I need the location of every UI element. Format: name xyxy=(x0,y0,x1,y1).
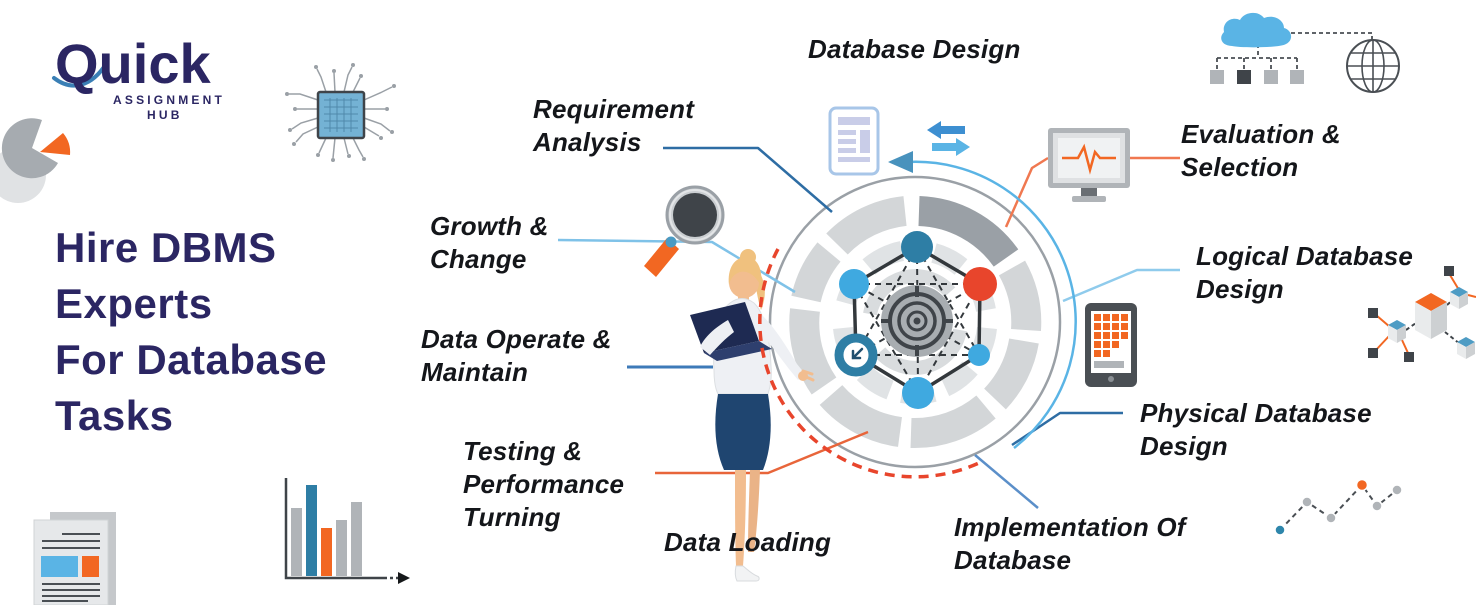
brand-logo: Quick ASSIGNMENT HUB xyxy=(55,32,226,123)
connector-implementation xyxy=(974,454,1039,509)
label-growth-change: Growth & Change xyxy=(430,211,549,274)
dotted-line-chart-icon xyxy=(1274,478,1403,536)
connector-physical-design xyxy=(1011,411,1123,447)
hexagon-network-icon xyxy=(834,231,997,409)
processor-chip-icon xyxy=(285,63,396,162)
connector-growth-change xyxy=(557,238,796,294)
connector-lines xyxy=(557,146,1180,509)
arc-arrowhead-icon xyxy=(888,151,913,173)
cubes-network-icon xyxy=(1368,266,1476,362)
document-icon xyxy=(828,106,880,176)
label-implementation-of-database: Implementation Of Database xyxy=(954,512,1186,575)
label-requirement-analysis: Requirement Analysis xyxy=(533,94,695,157)
magnifier-icon xyxy=(644,185,725,277)
connector-requirement-analysis xyxy=(663,146,833,213)
logo-swoosh xyxy=(52,62,108,88)
node-donut xyxy=(834,333,878,377)
label-testing-performance-turning: Testing & Performance Turning xyxy=(463,436,625,532)
label-data-operate-maintain: Data Operate & Maintain xyxy=(421,324,612,387)
connector-logical-design xyxy=(1062,268,1180,303)
label-data-loading: Data Loading xyxy=(664,527,832,557)
node-bottom xyxy=(902,377,934,409)
label-physical-database-design: Physical Database Design xyxy=(1140,398,1372,461)
node-bottom-right xyxy=(968,344,990,366)
sync-arrows-icon xyxy=(927,121,970,156)
label-evaluation-selection: Evaluation & Selection xyxy=(1181,119,1341,182)
blue-arc xyxy=(888,151,1077,449)
brand-subtitle-line2: HUB xyxy=(147,108,183,122)
connector-testing-performance xyxy=(655,430,869,475)
tablet-grid-icon xyxy=(1085,303,1137,387)
brand-name: Quick xyxy=(55,32,211,95)
label-logical-database-design: Logical Database Design xyxy=(1196,241,1414,304)
node-top xyxy=(901,231,933,263)
documents-icon xyxy=(33,512,116,605)
pie-chart-icon xyxy=(0,118,71,203)
node-left xyxy=(839,269,869,299)
page-title: Hire DBMS Experts For Database Tasks xyxy=(55,224,328,439)
cloud-network-icon xyxy=(1210,12,1373,84)
node-right-red xyxy=(963,267,997,301)
brand-subtitle-line1: ASSIGNMENT xyxy=(113,93,226,107)
bar-chart-icon xyxy=(284,478,410,584)
connector-evaluation-left xyxy=(1004,156,1049,228)
woman-with-laptop-figure xyxy=(690,249,815,582)
label-database-design: Database Design xyxy=(808,34,1021,64)
red-dashed-arc xyxy=(758,248,982,479)
target-icon xyxy=(881,285,953,357)
globe-icon xyxy=(1346,39,1400,93)
monitor-pulse-icon xyxy=(1048,128,1130,202)
